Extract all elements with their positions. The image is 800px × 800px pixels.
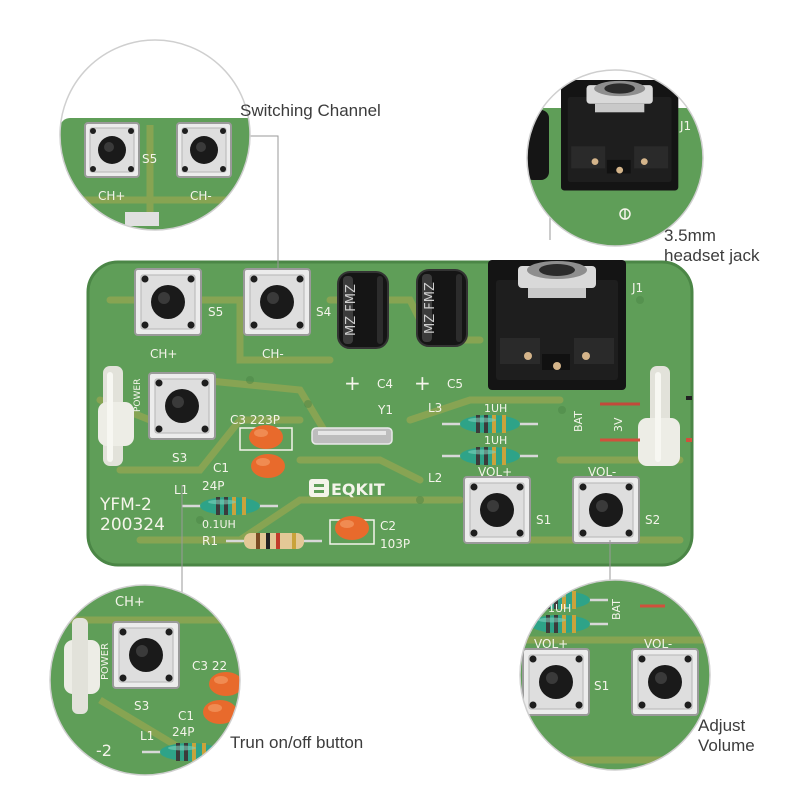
eqkit-logo-icon [309, 479, 329, 497]
label-ch-plus: CH+ [150, 347, 177, 361]
callout-headset-jack: 3.5mm headset jack [664, 226, 759, 266]
plus-c5: + [414, 371, 431, 395]
vol-minus-switch-icon [572, 476, 640, 544]
label-l2-val: 1UH [484, 434, 507, 447]
callout-jack-line2: headset jack [664, 246, 760, 265]
callout-power-button: Trun on/off button [230, 733, 363, 753]
zoom-vol-plus-switch-icon [522, 648, 590, 716]
label-y1: Y1 [377, 403, 393, 417]
zoom-label-ch-plus: CH+ [98, 189, 125, 203]
zoom-headphone-jack-icon [561, 80, 679, 191]
label-c2: C2 [380, 519, 396, 533]
zoom-power-button: CH+ POWER S3 C3 22 C1 24P L1 -2 [49, 584, 241, 776]
label-3v: 3V [612, 417, 625, 432]
zoom-headset-jack: J1 [526, 69, 704, 247]
zoom-label-ch-minus: CH- [190, 189, 212, 203]
headphone-jack-icon [488, 260, 626, 390]
label-c1-val: 24P [202, 479, 225, 493]
label-l2: L2 [428, 471, 442, 485]
cap-marking-c5: MZ FMZ [423, 282, 438, 334]
zoom-label-c1-val: 24P [172, 725, 195, 739]
zoom-vol-minus-switch-icon [631, 648, 699, 716]
model-text: YFM-2 [99, 495, 152, 515]
zoom-adjust-volume: 1UH BAT VOL+ VOL- S1 [519, 579, 711, 771]
callout-switching-text: Switching Channel [240, 101, 381, 120]
label-bat: BAT [572, 411, 585, 432]
callout-adjust-volume: Adjust Volume [698, 716, 755, 756]
plus-c4: + [344, 371, 361, 395]
callout-volume-line2: Volume [698, 736, 755, 755]
label-c3: C3 223P [230, 413, 280, 427]
zoom-capacitor-c1-icon [203, 700, 237, 724]
zoom-ch-minus-switch-icon [176, 122, 232, 178]
power-switch-icon [148, 372, 216, 440]
zoom-label-vol-minus: VOL- [644, 637, 672, 651]
label-s3: S3 [172, 451, 187, 465]
zoom-label-bat: BAT [610, 599, 623, 620]
capacitor-c2-icon [335, 516, 369, 540]
brand-text: EQKIT [331, 480, 385, 499]
zoom-ch-plus-switch-icon [84, 122, 140, 178]
zoom-power-switch-icon [112, 621, 180, 689]
vol-plus-switch-icon [463, 476, 531, 544]
cap-marking-c4: MZ FMZ [344, 284, 359, 336]
label-power: POWER [133, 379, 143, 412]
zoom-label-j1: J1 [679, 119, 691, 133]
code-text: 200324 [100, 515, 165, 535]
callout-switching-channel: Switching Channel [240, 101, 381, 121]
label-r1: R1 [202, 534, 218, 548]
label-s4: S4 [316, 305, 331, 319]
label-l1-val: 0.1UH [202, 518, 236, 531]
zoom-label-vol-plus: VOL+ [534, 637, 568, 651]
zoom-label-c1: C1 [178, 709, 194, 723]
label-ch-minus: CH- [262, 347, 284, 361]
callout-power-text: Trun on/off button [230, 733, 364, 752]
ch-minus-switch-icon [243, 268, 311, 336]
zoom-label-l1: L1 [140, 729, 154, 743]
label-s5: S5 [208, 305, 223, 319]
callout-jack-line1: 3.5mm [664, 226, 716, 245]
label-vol-plus: VOL+ [478, 465, 512, 479]
label-c4: C4 [377, 377, 393, 391]
crystal-y1-icon [311, 427, 393, 445]
label-j1: J1 [631, 281, 643, 295]
battery-connector-icon [600, 366, 692, 466]
label-c1: C1 [213, 461, 229, 475]
label-c2-val: 103P [380, 537, 410, 551]
zoom-label-l-val: 1UH [548, 602, 571, 615]
zoom-label-s5: S5 [142, 152, 157, 166]
zoom-label-s1: S1 [594, 679, 609, 693]
resistor-r1-icon [226, 533, 322, 549]
zoom-label-c3: C3 22 [192, 659, 227, 673]
label-s2: S2 [645, 513, 660, 527]
capacitor-c1-icon [251, 454, 285, 478]
label-vol-minus: VOL- [588, 465, 616, 479]
ch-plus-switch-icon [134, 268, 202, 336]
label-l3-val: 1UH [484, 402, 507, 415]
label-c5: C5 [447, 377, 463, 391]
zoom-label-s3: S3 [134, 699, 149, 713]
zoom-switching-channel: S5 CH+ CH- [59, 39, 251, 231]
zoom-capacitor-c3-icon [209, 672, 240, 696]
power-connector-icon [98, 366, 134, 466]
zoom-model-fragment: -2 [96, 741, 112, 760]
callout-volume-line1: Adjust [698, 716, 746, 735]
zoom-label-ch-plus-bl: CH+ [115, 595, 145, 610]
label-s1: S1 [536, 513, 551, 527]
label-l1: L1 [174, 483, 188, 497]
zoom-label-power: POWER [100, 643, 111, 680]
label-l3: L3 [428, 401, 442, 415]
capacitor-c3-icon [249, 425, 283, 449]
